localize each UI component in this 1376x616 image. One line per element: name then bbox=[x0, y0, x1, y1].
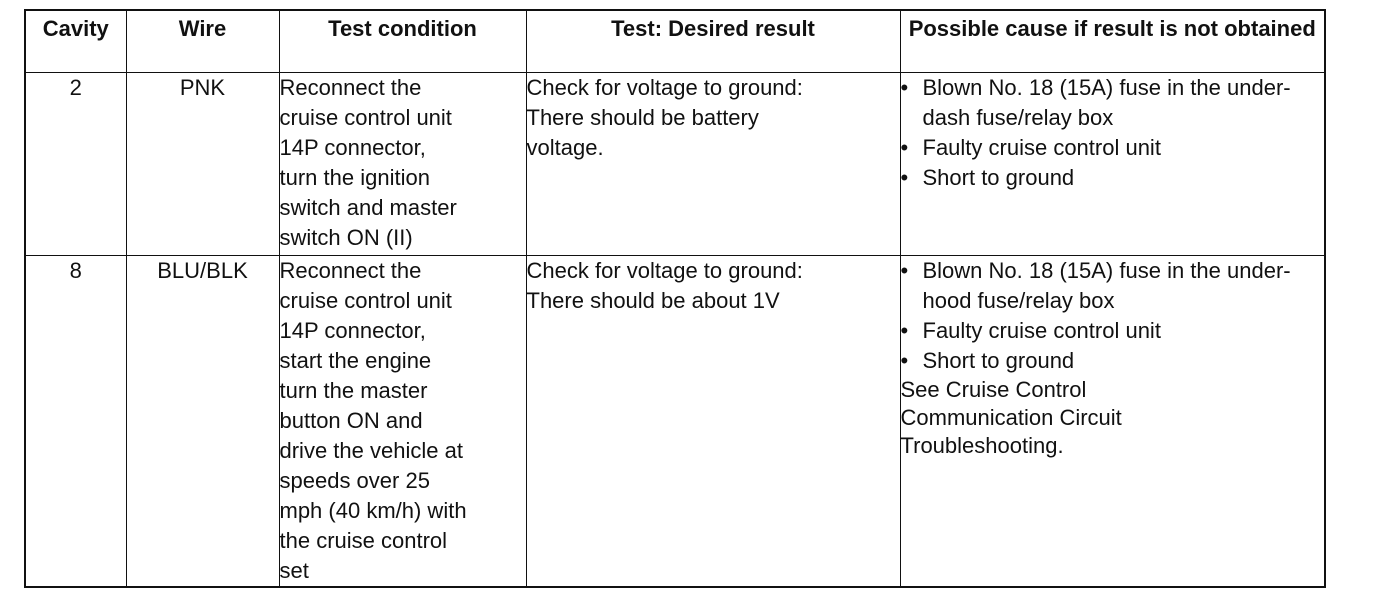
cavity-cell: 8 bbox=[24, 254, 127, 587]
test-condition-cell: Reconnect the cruise control unit 14P co… bbox=[278, 254, 527, 587]
bullet-icon: • bbox=[900, 164, 909, 190]
cause-item: • Faulty cruise control unit bbox=[901, 316, 1325, 346]
cause-text: Short to ground bbox=[922, 347, 1075, 373]
cause-item: • Short to ground bbox=[901, 346, 1325, 376]
bullet-icon: • bbox=[900, 317, 909, 343]
header-test-condition: Test condition bbox=[278, 9, 527, 73]
header-possible-cause: Possible cause if result is not obtained bbox=[899, 9, 1326, 73]
cause-list: • Blown No. 18 (15A) fuse in the under-da… bbox=[901, 73, 1325, 193]
possible-cause-cell: • Blown No. 18 (15A) fuse in the under-ho… bbox=[899, 254, 1326, 587]
cause-text: Short to ground bbox=[922, 164, 1075, 190]
wire-cell: BLU/BLK bbox=[125, 254, 280, 587]
desired-result-cell: Check for voltage to ground: There shoul… bbox=[525, 71, 901, 256]
cause-item: • Blown No. 18 (15A) fuse in the under-da… bbox=[901, 73, 1325, 133]
cause-text: Blown No. 18 (15A) fuse in the under-hoo… bbox=[922, 257, 1291, 313]
bullet-icon: • bbox=[900, 134, 909, 160]
header-row: Cavity Wire Test condition Test: Desired… bbox=[24, 9, 1326, 73]
table-row: 8 BLU/BLK Reconnect the cruise control u… bbox=[24, 254, 1326, 587]
see-also-note: See Cruise Control Communication Circuit… bbox=[900, 376, 1122, 458]
cause-text: Faulty cruise control unit bbox=[922, 134, 1161, 160]
bullet-icon: • bbox=[900, 74, 909, 100]
cause-item: • Short to ground bbox=[901, 163, 1325, 193]
troubleshooting-sheet: Cavity Wire Test condition Test: Desired… bbox=[24, 9, 1326, 588]
bullet-icon: • bbox=[900, 347, 909, 373]
test-condition-text: Reconnect the cruise control unit 14P co… bbox=[279, 257, 467, 583]
test-condition-text: Reconnect the cruise control unit 14P co… bbox=[279, 74, 457, 250]
test-condition-cell: Reconnect the cruise control unit 14P co… bbox=[278, 71, 527, 256]
cause-item: • Faulty cruise control unit bbox=[901, 133, 1325, 163]
wire-cell: PNK bbox=[125, 71, 280, 256]
cause-list: • Blown No. 18 (15A) fuse in the under-ho… bbox=[901, 256, 1325, 376]
cause-text: Faulty cruise control unit bbox=[922, 317, 1161, 343]
desired-result-text: Check for voltage to ground: There shoul… bbox=[526, 257, 803, 313]
cause-item: • Blown No. 18 (15A) fuse in the under-ho… bbox=[901, 256, 1325, 316]
header-desired-result: Test: Desired result bbox=[525, 9, 901, 73]
cause-text: Blown No. 18 (15A) fuse in the under-das… bbox=[922, 74, 1291, 130]
table-row: 2 PNK Reconnect the cruise control unit … bbox=[24, 71, 1326, 256]
desired-result-cell: Check for voltage to ground: There shoul… bbox=[525, 254, 901, 587]
troubleshooting-table: Cavity Wire Test condition Test: Desired… bbox=[24, 9, 1326, 588]
cavity-cell: 2 bbox=[24, 71, 127, 256]
desired-result-text: Check for voltage to ground: There shoul… bbox=[526, 74, 803, 160]
header-cavity: Cavity bbox=[24, 9, 127, 73]
bullet-icon: • bbox=[900, 257, 909, 283]
header-wire: Wire bbox=[125, 9, 280, 73]
possible-cause-cell: • Blown No. 18 (15A) fuse in the under-da… bbox=[899, 71, 1326, 256]
